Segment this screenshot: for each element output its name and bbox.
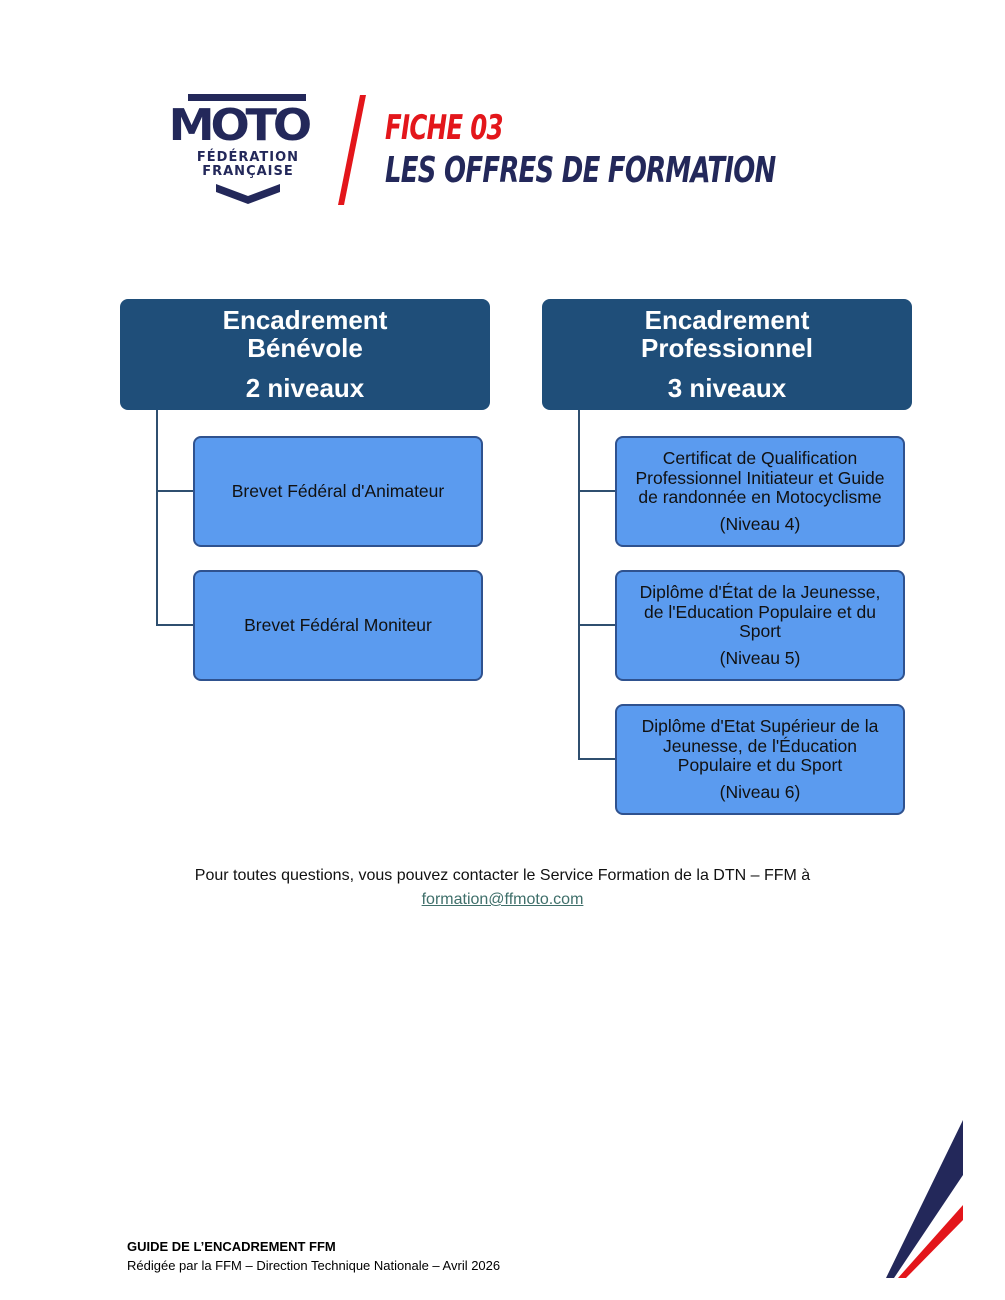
contact-email-link[interactable]: formation@ffmoto.com: [421, 891, 584, 908]
box-bfm: Brevet Fédéral Moniteur: [193, 570, 483, 681]
contact-text: Pour toutes questions, vous pouvez conta…: [194, 867, 811, 884]
ffm-logo: MOTO FÉDÉRATION FRANÇAISE: [168, 92, 326, 207]
page-title: LES OFFRES DE FORMATION: [385, 150, 776, 191]
logo-text: MOTO: [168, 100, 312, 151]
divider-slash: [338, 95, 366, 205]
fiche-number: FICHE 03: [385, 108, 504, 148]
tricolor-stripes: [886, 1120, 963, 1278]
chevron-icon: [216, 184, 280, 204]
footer-guide: GUIDE DE L’ENCADREMENT FFM: [127, 1239, 336, 1254]
logo-line2: FRANÇAISE: [202, 164, 294, 179]
logo-line1: FÉDÉRATION: [196, 150, 300, 165]
box-cqp: Certificat de Qualification Professionne…: [615, 436, 905, 547]
footer-credit: Rédigée par la FFM – Direction Technique…: [127, 1258, 501, 1273]
box-dejeps: Diplôme d'État de la Jeunesse, de l'Educ…: [615, 570, 905, 681]
box-desjeps: Diplôme d'Etat Supérieur de la Jeunesse,…: [615, 704, 905, 815]
box-bfa: Brevet Fédéral d'Animateur: [193, 436, 483, 547]
